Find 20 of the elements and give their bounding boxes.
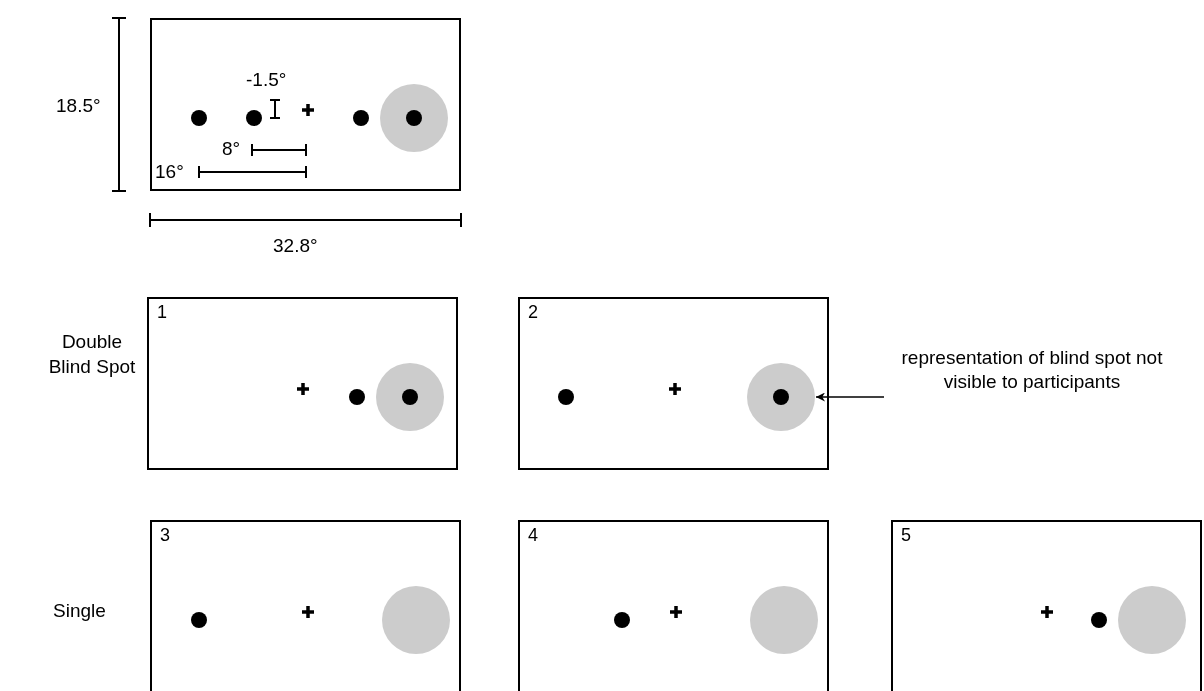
row-label: Double Blind Spot	[47, 330, 137, 379]
stimulus-panel	[147, 297, 458, 470]
row-label: Single	[53, 601, 106, 620]
leader-arrow	[815, 392, 885, 402]
dimension-label: 8°	[222, 139, 241, 158]
dimension-label: 32.8°	[273, 236, 318, 255]
stimulus-panel	[518, 520, 829, 691]
panel-number: 2	[528, 301, 538, 324]
annotation-text: representation of blind spot not visible to participants	[884, 346, 1180, 394]
stimulus-panel	[891, 520, 1202, 691]
dimension-label: 16°	[155, 162, 184, 181]
panel-number: 5	[901, 524, 911, 547]
dimension-label: 18.5°	[56, 96, 101, 115]
dimension-label: -1.5°	[246, 70, 287, 89]
panel-number: 4	[528, 524, 538, 547]
stimulus-panel	[150, 18, 461, 191]
panel-number: 1	[157, 301, 167, 324]
stimulus-panel	[150, 520, 461, 691]
panel-number: 3	[160, 524, 170, 547]
stimulus-panel	[518, 297, 829, 470]
